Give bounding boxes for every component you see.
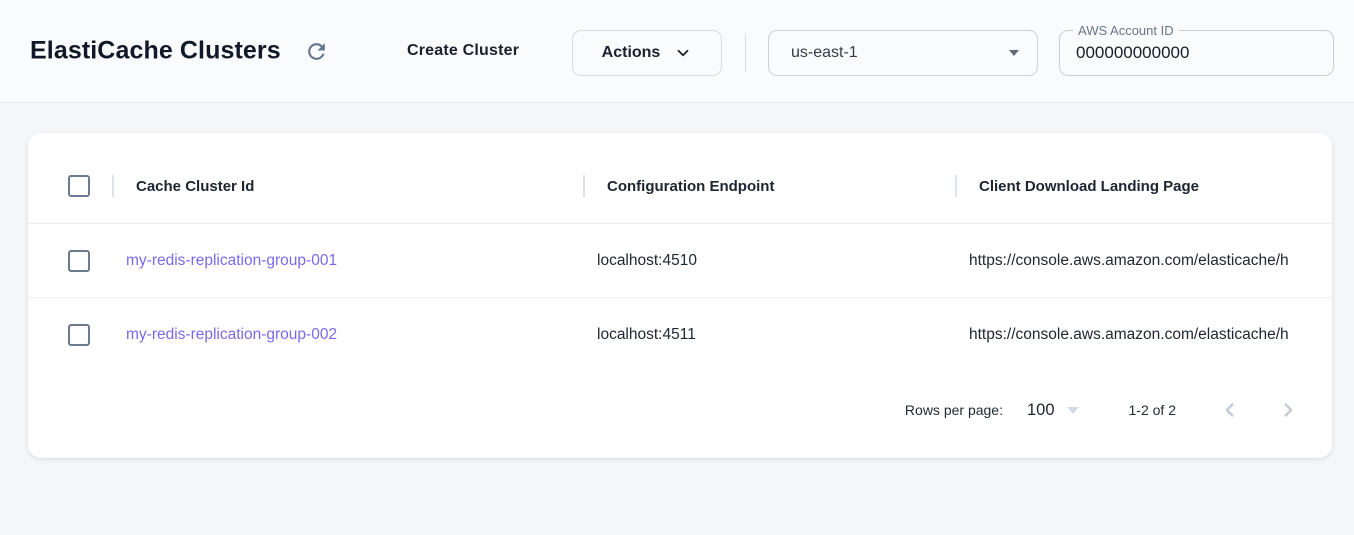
refresh-icon <box>304 39 329 64</box>
aws-account-id-input[interactable] <box>1060 31 1333 75</box>
table-header-row: Cache Cluster Id Configuration Endpoint … <box>28 149 1332 223</box>
region-select-value: us-east-1 <box>791 44 858 61</box>
column-header-cache-cluster-id: Cache Cluster Id <box>112 178 583 195</box>
prev-page-button[interactable] <box>1218 398 1242 422</box>
configuration-endpoint-cell: localhost:4511 <box>597 325 696 343</box>
region-select[interactable]: us-east-1 <box>768 30 1038 76</box>
aws-account-id-field: AWS Account ID <box>1059 23 1334 76</box>
chevron-down-icon <box>674 44 692 62</box>
cache-cluster-id-cell: my-redis-replication-group-001 <box>112 252 583 270</box>
caret-down-icon <box>1009 50 1019 56</box>
landing-page-cell: https://console.aws.amazon.com/elasticac… <box>969 325 1289 343</box>
app-header: ElastiCache Clusters Create Cluster Acti… <box>0 0 1354 103</box>
chevron-left-icon <box>1219 399 1241 421</box>
clusters-table-card: Cache Cluster Id Configuration Endpoint … <box>28 133 1332 458</box>
page-title: ElastiCache Clusters <box>30 36 281 65</box>
landing-page-cell: https://console.aws.amazon.com/elasticac… <box>969 251 1289 269</box>
cluster-link[interactable]: my-redis-replication-group-002 <box>126 325 338 343</box>
column-header-client-download-landing-page: Client Download Landing Page <box>955 178 1332 195</box>
rows-per-page-label: Rows per page: <box>904 402 1003 418</box>
table-row: my-redis-replication-group-002 localhost… <box>28 297 1332 371</box>
column-header-configuration-endpoint: Configuration Endpoint <box>583 178 955 195</box>
cache-cluster-id-cell: my-redis-replication-group-002 <box>112 326 583 344</box>
next-page-button[interactable] <box>1276 398 1300 422</box>
refresh-button[interactable] <box>300 35 332 67</box>
actions-button-label: Actions <box>601 44 661 61</box>
rows-per-page-select[interactable]: 100 <box>1027 401 1079 420</box>
row-checkbox[interactable] <box>68 249 90 272</box>
chevron-right-icon <box>1277 399 1299 421</box>
actions-button[interactable]: Actions <box>572 30 722 76</box>
rows-per-page-value: 100 <box>1026 400 1055 419</box>
pagination-range: 1-2 of 2 <box>1128 402 1176 418</box>
row-checkbox[interactable] <box>68 323 90 346</box>
table-row: my-redis-replication-group-001 localhost… <box>28 223 1332 297</box>
table-footer: Rows per page: 100 1-2 of 2 <box>28 371 1332 457</box>
cluster-link[interactable]: my-redis-replication-group-001 <box>126 251 338 269</box>
row-checkbox-cell <box>28 323 112 346</box>
aws-account-id-label: AWS Account ID <box>1073 23 1179 38</box>
caret-down-icon <box>1066 406 1079 414</box>
select-all-cell <box>28 175 112 197</box>
header-divider <box>745 34 746 72</box>
row-checkbox-cell <box>28 249 112 272</box>
create-cluster-button[interactable]: Create Cluster <box>407 42 520 59</box>
configuration-endpoint-cell: localhost:4510 <box>597 251 697 269</box>
select-all-checkbox[interactable] <box>68 175 90 197</box>
